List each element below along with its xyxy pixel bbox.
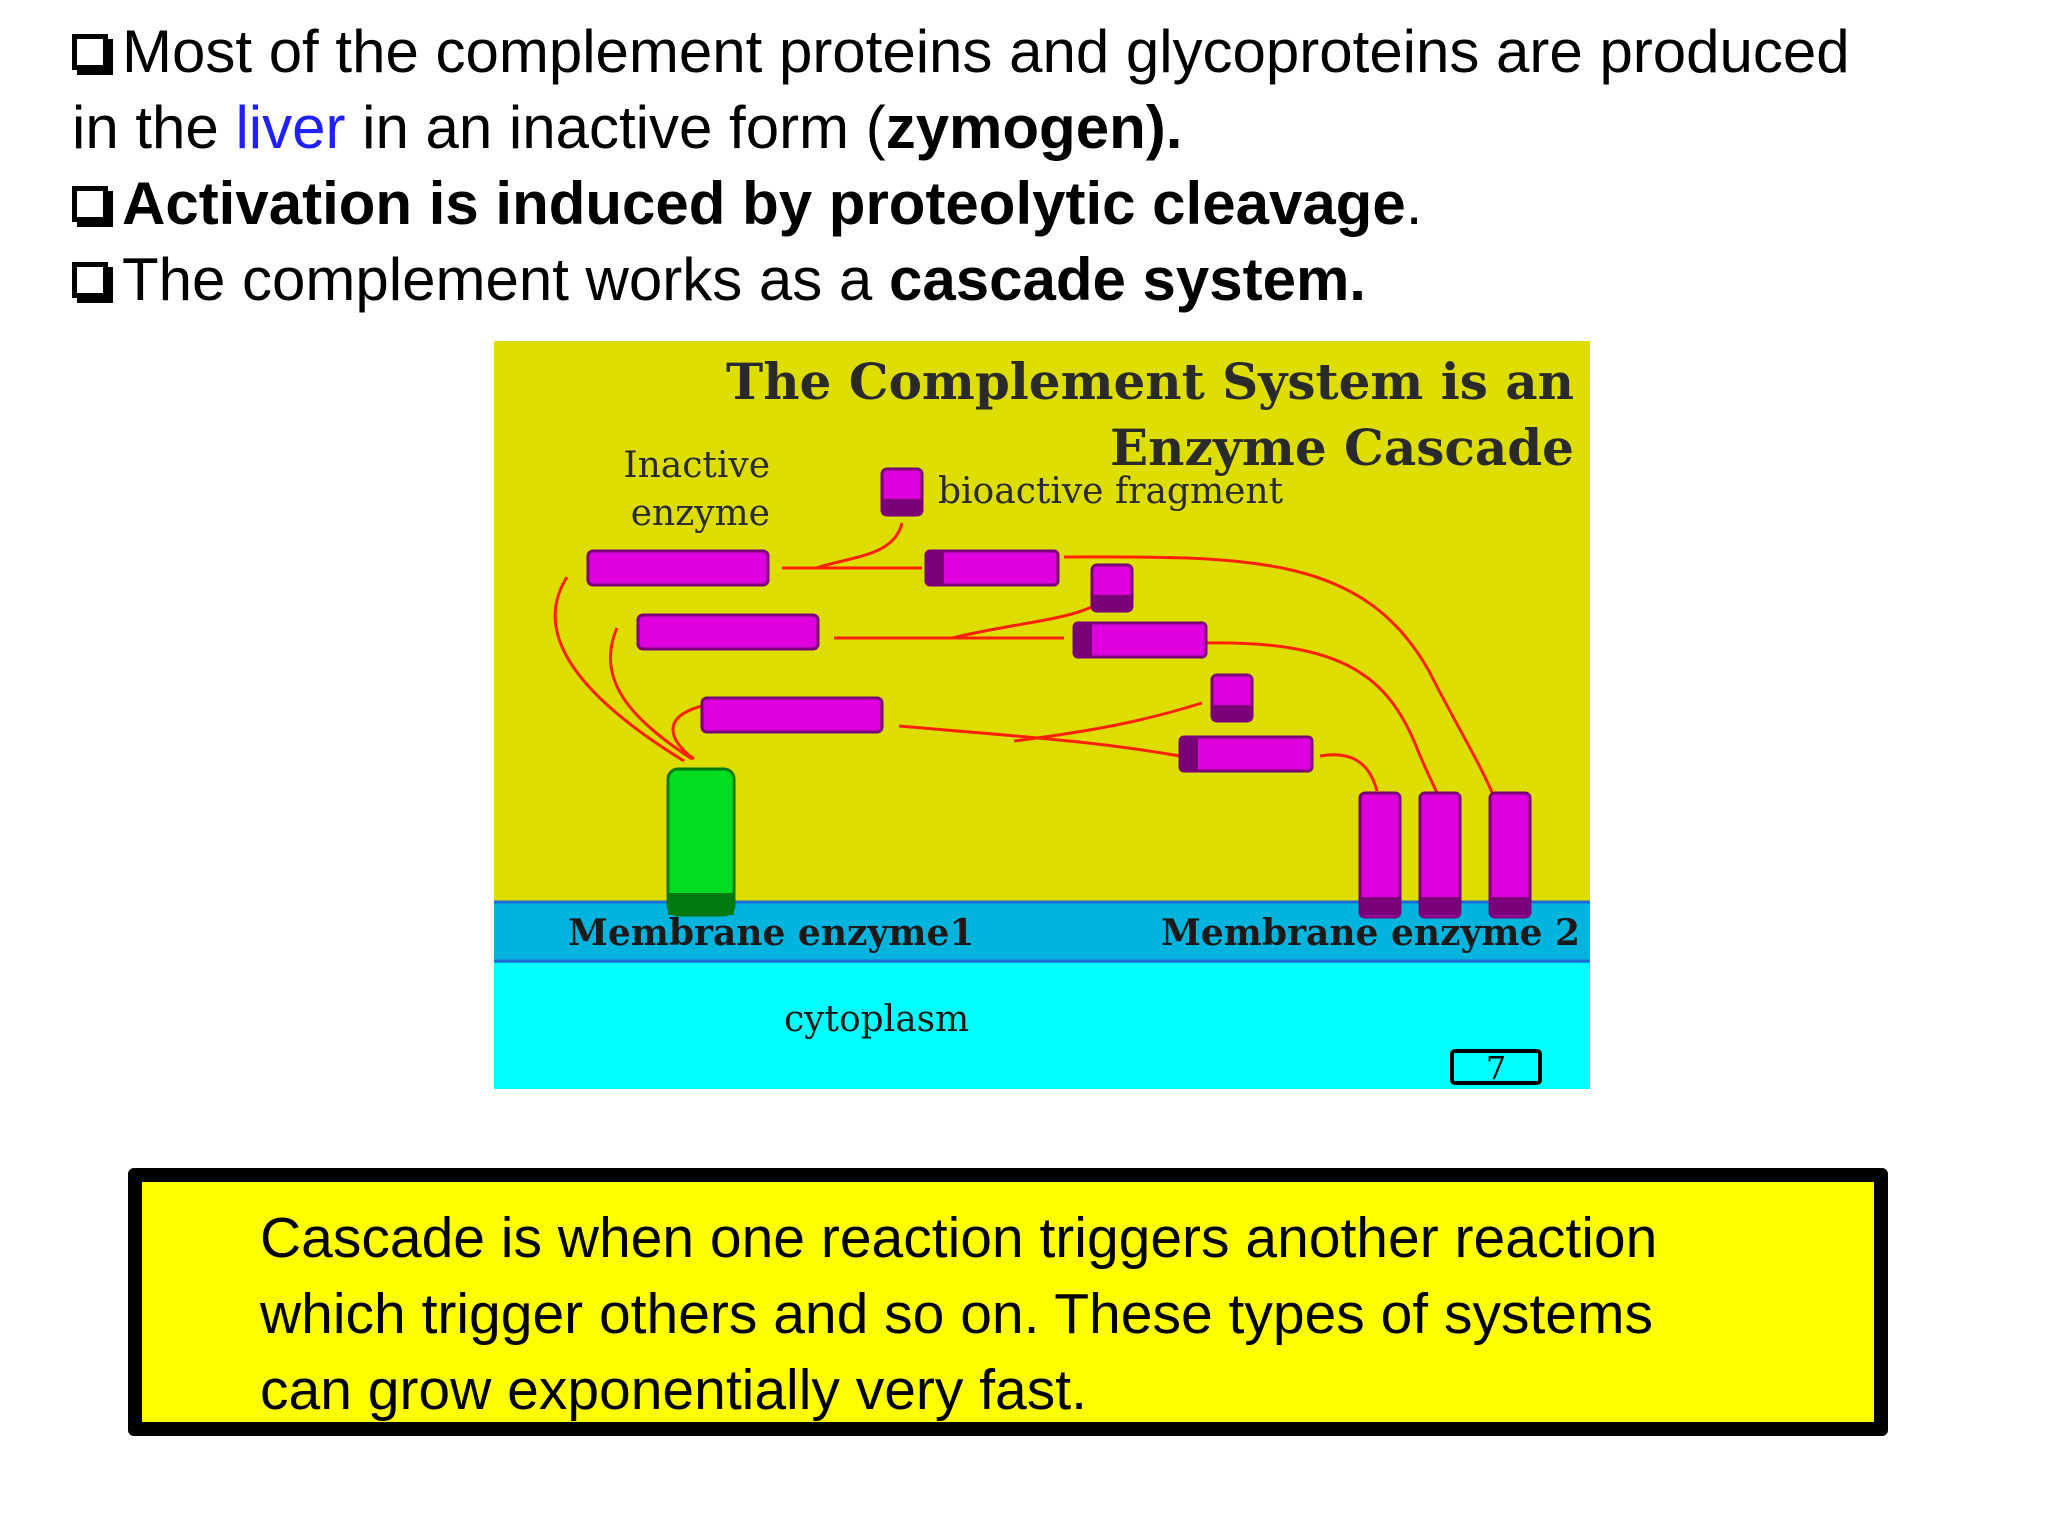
bullet-1-cont-text: in the (72, 94, 236, 161)
arrow-fragment-2 (951, 603, 1097, 640)
bullet-2: Activation is induced by proteolytic cle… (72, 166, 2032, 242)
arrow-to-membrane-3 (1063, 555, 1496, 798)
label-bioactive-fragment: bioactive fragment (938, 471, 1284, 512)
arrow-curve-3 (671, 703, 707, 761)
membrane-enzyme-2-pillar-3 (1488, 791, 1532, 919)
bullet-1: Most of the complement proteins and glyc… (72, 14, 2032, 90)
bullet-box-icon (72, 34, 108, 70)
arrow-to-membrane-1 (1319, 753, 1379, 792)
label-membrane-enzyme1: Membrane enzyme1 (568, 912, 974, 954)
slide-number-box (1450, 1049, 1542, 1085)
bioactive-fragment-1 (1090, 563, 1134, 613)
bullet-list: Most of the complement proteins and glyc… (72, 14, 2032, 318)
arrow-curve-1 (553, 576, 685, 763)
membrane-enzyme-2-pillar-2 (1418, 791, 1462, 919)
inactive-enzyme-2 (636, 613, 820, 651)
zymogen-bold: zymogen). (885, 94, 1183, 161)
activation-arrows (553, 522, 1496, 798)
activated-enzyme-3 (1178, 735, 1314, 773)
arrow-curve-2 (608, 627, 693, 761)
liver-highlight: liver (235, 94, 346, 161)
bullet-box-icon (72, 262, 108, 298)
cascade-definition-callout: Cascade is when one reaction triggers an… (128, 1168, 1888, 1436)
bullet-box-icon (72, 186, 108, 222)
inactive-enzyme-1 (586, 549, 770, 587)
activated-enzyme-1 (924, 549, 1060, 587)
arrow-fragment-1 (815, 522, 904, 570)
activated-enzyme-2 (1072, 621, 1208, 659)
bullet-1-cont-mid: in an inactive form (345, 94, 866, 161)
membrane-enzyme-2-pillar-1 (1358, 791, 1402, 919)
complement-cascade-figure: The Complement System is an Enzyme Casca… (494, 341, 1590, 1089)
label-cytoplasm: cytoplasm (784, 999, 969, 1040)
callout-line-1: Cascade is when one reaction triggers an… (260, 1206, 1658, 1270)
label-membrane-enzyme2: Membrane enzyme 2 (1161, 912, 1580, 954)
inactive-enzyme-3 (700, 696, 884, 734)
membrane-enzyme-1-shape (666, 767, 736, 917)
cytoplasm-area (494, 963, 1590, 1089)
arrow-to-membrane-2 (1205, 641, 1441, 798)
callout-line-3: can grow exponentially very fast. (260, 1358, 1087, 1422)
figure-title-line1: The Complement System is an (726, 352, 1574, 411)
bioactive-fragment-label-icon (880, 467, 924, 517)
arrow-line-3 (898, 724, 1181, 758)
bullet-3: The complement works as a cascade system… (72, 242, 2032, 318)
arrow-fragment-3 (1013, 701, 1203, 743)
bioactive-fragment-2 (1210, 673, 1254, 723)
label-inactive: Inactive (623, 445, 770, 486)
bullet-2-bold: Activation is induced by proteolytic cle… (122, 170, 1406, 237)
slide-number: 7 (1486, 1049, 1506, 1087)
figure-title-line2: Enzyme Cascade (1110, 418, 1574, 477)
callout-line-2: which trigger others and so on. These ty… (260, 1282, 1653, 1346)
bullet-3-text: The complement works as a (122, 246, 889, 313)
bullet-2-post: . (1405, 170, 1423, 237)
cascade-diagram: The Complement System is an Enzyme Casca… (494, 341, 1590, 1089)
label-enzyme: enzyme (631, 493, 770, 534)
bullet-1-text: Most of the complement proteins and glyc… (122, 18, 1850, 85)
cascade-system-bold: cascade system. (888, 246, 1366, 313)
bullet-1-continuation: in the liver in an inactive form (zymoge… (72, 90, 2032, 166)
bullet-1-paren: ( (865, 94, 886, 161)
